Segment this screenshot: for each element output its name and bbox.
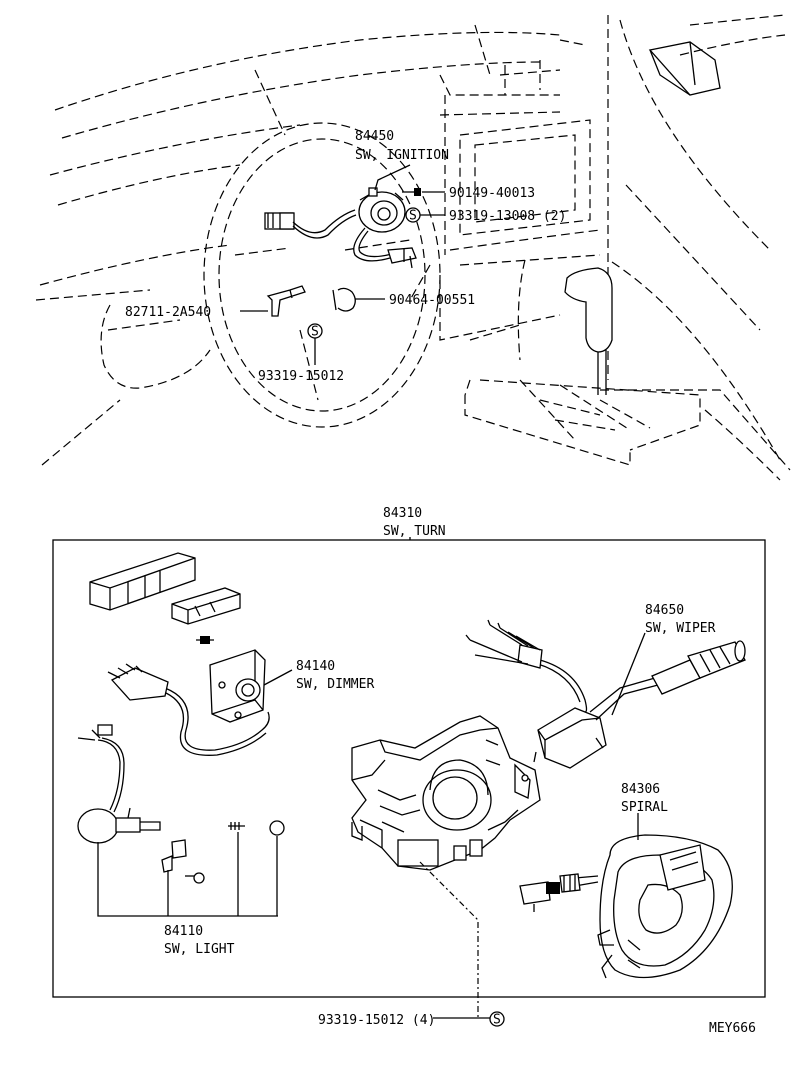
turn-switch-body — [351, 715, 541, 871]
spiral-part-number: 84306 — [621, 782, 660, 797]
screw-link-line — [419, 861, 479, 1018]
dimmer-part-number: 84140 — [296, 659, 335, 674]
leaders-upper — [240, 164, 445, 365]
spiral-cable — [519, 834, 733, 979]
bolt-90149 — [402, 188, 421, 196]
screw-part-number-lower: 93319-15012 — [258, 369, 344, 384]
clip-90464 — [332, 287, 356, 312]
bracket-part-number: 82711-2A540 — [125, 305, 211, 320]
s-symbol-bottom: S — [489, 1011, 505, 1028]
reference-code: MEY666 — [709, 1021, 756, 1036]
svg-text:S: S — [493, 1013, 501, 1028]
bolt-part-number: 90149-40013 — [449, 186, 535, 201]
light-part-number: 84110 — [164, 924, 203, 939]
ignition-switch-assembly — [264, 187, 417, 269]
light-name: SW, LIGHT — [164, 942, 235, 957]
turn-switch-group-box — [52, 539, 766, 998]
turn-name: SW, TURN — [383, 524, 446, 539]
s-symbol-ign: S — [405, 207, 421, 224]
dashboard-outline — [35, 14, 791, 481]
ignition-part-number: 84450 — [355, 129, 394, 144]
bracket-82711 — [266, 285, 306, 317]
light-switch — [77, 724, 285, 917]
connector-blocks — [89, 552, 241, 625]
spiral-name: SPIRAL — [621, 800, 668, 815]
s-symbol-lower: S — [307, 323, 323, 340]
wiper-name: SW, WIPER — [645, 621, 716, 636]
wiper-part-number: 84650 — [645, 603, 684, 618]
shift-lever — [564, 267, 613, 395]
ignition-name: SW, IGNITION — [355, 148, 449, 163]
clip-part-number: 90464-00551 — [389, 293, 475, 308]
leaders-lower — [263, 632, 646, 840]
screw-part-number-ign: 93319-13008 (2) — [449, 209, 566, 224]
dimmer-switch — [107, 636, 270, 756]
bottom-screw-part-number: 93319-15012 (4) — [318, 1013, 435, 1028]
svg-text:S: S — [409, 209, 417, 224]
dimmer-name: SW, DIMMER — [296, 677, 374, 692]
turn-part-number: 84310 — [383, 506, 422, 521]
wiper-switch — [465, 619, 746, 769]
svg-text:S: S — [311, 325, 319, 340]
